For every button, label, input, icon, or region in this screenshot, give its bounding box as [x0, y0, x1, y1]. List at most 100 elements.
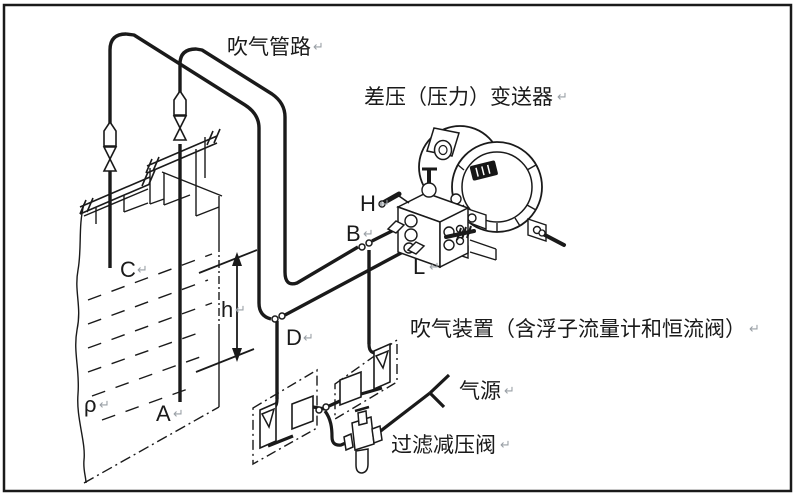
- display-digits: [475, 164, 491, 177]
- paragraph-mark-icon: ↵: [749, 321, 760, 336]
- side-pin-base-icon: [538, 229, 546, 237]
- constant-flow-valve-left: [291, 394, 314, 431]
- label-transmitter: 差压（压力）变送器: [364, 85, 553, 109]
- tank-roof-steps: [123, 194, 220, 217]
- paragraph-mark-icon: ↵: [379, 196, 390, 211]
- manifold-right-face: [439, 206, 469, 269]
- coupling-d2-icon: [278, 312, 286, 320]
- paragraph-mark-icon: ↵: [99, 397, 110, 412]
- flange-a-ticks: [145, 128, 221, 174]
- tank-flanges: [79, 128, 221, 215]
- paragraph-mark-icon: ↵: [504, 383, 515, 398]
- label-purge-device: 吹气装置（含浮子流量计和恒流阀）: [410, 317, 746, 341]
- coupling-b2-icon: [365, 239, 373, 247]
- coupling-b1-icon: [358, 243, 366, 251]
- point-label-a: A: [156, 401, 171, 426]
- rotameter-left-float-icon: [260, 407, 276, 429]
- paragraph-mark-icon: ↵: [500, 437, 511, 452]
- paragraph-mark-icon: ↵: [303, 330, 314, 345]
- valve-c-bowtie-top-icon: [102, 146, 118, 161]
- filter-top-bar: [354, 405, 370, 413]
- valve-a-bowtie-bottom-icon: [172, 126, 188, 141]
- paragraph-marks: ↵ ↵ ↵ ↵ ↵ ↵ ↵ ↵ ↵ ↵ ↵ ↵ ↵: [99, 39, 760, 452]
- point-label-d: D: [286, 325, 302, 350]
- point-label-l-port: L: [413, 254, 425, 279]
- h-plug-base-icon: [378, 200, 386, 208]
- display-window: [469, 160, 498, 181]
- pipe-a-run: [178, 47, 359, 286]
- piping: [108, 32, 417, 402]
- tube-right-panel-out: [328, 399, 341, 408]
- filter-right-flange: [371, 424, 383, 445]
- side-pin-icon: [541, 232, 566, 247]
- air-source-fork-icon: [428, 373, 451, 409]
- level-dimension: [195, 249, 258, 373]
- purge-panels: [252, 338, 398, 466]
- purge-tubing: [267, 343, 451, 448]
- pipe-d-to-l: [284, 243, 417, 317]
- transmitter-face-inner-ring: [461, 151, 533, 223]
- point-label-h-port: H: [360, 191, 376, 216]
- point-label-density: ρ: [84, 392, 97, 417]
- label-air-source: 气源: [459, 379, 501, 403]
- filter-stem: [357, 410, 368, 426]
- paragraph-mark-icon: ↵: [137, 262, 148, 277]
- purge-panel-left: [252, 368, 318, 466]
- tank-roof-edge-left: [83, 188, 149, 217]
- pipe-c-run: [108, 32, 272, 321]
- paragraph-mark-icon: ↵: [363, 226, 374, 241]
- point-label-b: B: [346, 221, 361, 246]
- purge-panel-right: [334, 338, 398, 421]
- tube-junction-to-filter: [323, 410, 349, 447]
- paragraph-mark-icon: ↵: [235, 302, 246, 317]
- tank-outline: [75, 137, 223, 484]
- rotameter-right-float-icon: [374, 349, 390, 370]
- label-filter-reducer: 过滤减压阀: [391, 433, 496, 457]
- coupling-supply2-icon: [322, 403, 330, 411]
- riser-valves: [102, 89, 188, 172]
- conduit-port-icon: [433, 139, 453, 161]
- coupling-supply1-icon: [315, 406, 323, 414]
- valve-c-body-icon: [103, 120, 117, 147]
- tank-wavy-wall: [75, 203, 87, 484]
- filter-reducer-assembly: [343, 405, 383, 474]
- h-plug-link: [398, 195, 410, 204]
- tank-bottom-edge: [83, 406, 220, 484]
- coupling-h-port: [386, 220, 406, 234]
- manifold-top-bolt-washer: [421, 182, 437, 198]
- flange-c-ticks: [79, 169, 156, 215]
- level-reference-lines: [195, 249, 258, 373]
- paragraph-mark-icon: ↵: [429, 259, 440, 274]
- valve-c-bowtie-bottom-icon: [102, 157, 118, 172]
- pipe-couplings: [271, 220, 426, 414]
- flange-a: [146, 135, 218, 174]
- paragraph-mark-icon: ↵: [173, 406, 184, 421]
- manifold-block: [396, 167, 476, 269]
- coupling-d1-icon: [271, 315, 279, 323]
- tank-roof-edge-right: [161, 171, 223, 197]
- valve-a-bowtie-top-icon: [172, 115, 188, 130]
- h-arrow-up-icon: [232, 252, 242, 266]
- tube-rotameter-to-valve-right: [360, 386, 383, 396]
- paragraph-mark-icon: ↵: [557, 89, 568, 104]
- filter-left-flange: [343, 432, 354, 452]
- transmitter-display: [469, 160, 498, 181]
- tank-nozzle-necks: [95, 137, 206, 224]
- point-label-height: h: [221, 297, 233, 322]
- paragraph-mark-icon: ↵: [313, 39, 324, 54]
- purge-instruments: [259, 342, 391, 450]
- constant-flow-valve-right: [339, 370, 362, 407]
- h-plug-icon: [380, 191, 402, 206]
- h-arrow-down-icon: [232, 348, 242, 362]
- coupling-l-port: [406, 241, 426, 255]
- label-blow-piping: 吹气管路: [227, 35, 311, 59]
- conduit-port-inner-icon: [438, 144, 448, 156]
- manifold-vent-hatch: [456, 225, 472, 241]
- manifold-valve-caps: [403, 214, 465, 254]
- valve-a-body-icon: [173, 89, 187, 116]
- h-vent-plug: [378, 191, 410, 208]
- point-label-c: C: [120, 257, 136, 282]
- tube-rotameter-to-valve-left: [267, 434, 294, 448]
